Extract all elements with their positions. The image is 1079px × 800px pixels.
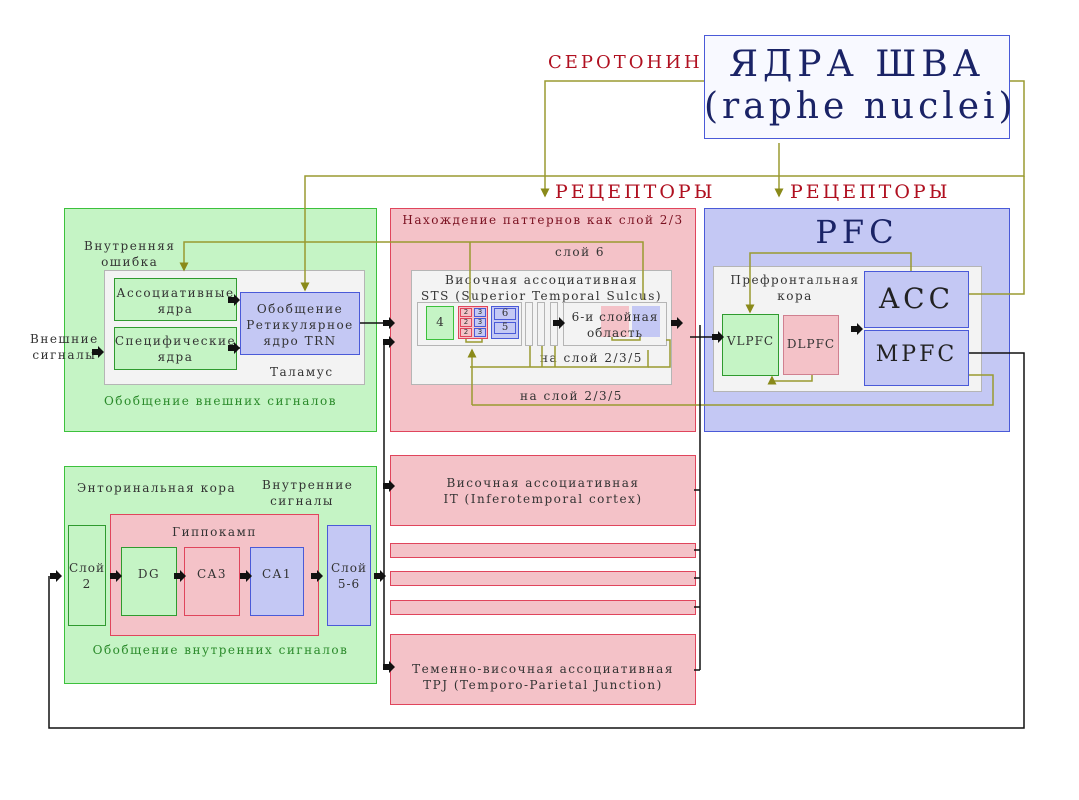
entorhinal-label: Энторинальная кора [77,481,237,495]
prefrontal-line2: кора [777,289,813,303]
internal-error-line2: ошибка [101,255,159,269]
internal-signals-label: Внутренние сигналы [262,477,354,509]
internal-signals-line2: сигналы [270,494,334,508]
layer23-cell-3: 3 [474,318,486,327]
layer56-label: Слой 5-6 [327,560,371,592]
trn-label: Обобщение Ретикулярное ядро TRN [240,301,360,349]
raphe-subtitle: (raphe nuclei) [704,86,1017,127]
raphe-title: ЯДРА ШВА [728,44,986,85]
mpfc-label: MPFC [875,342,958,367]
receptors-label-left: РЕЦЕПТОРЫ [555,181,716,203]
to-layers-outer-label: на слой 2/3/5 [520,389,623,403]
temporal-strip-1 [390,543,696,558]
internal-signals-caption: Обобщение внутренних сигналов [92,643,349,657]
sts-line1: Височная ассоциативная [444,273,639,287]
serotonin-label: СЕРОТОНИН [548,52,703,73]
it-line1: Височная ассоциативная [446,476,640,490]
ca1-label: CA1 [262,567,292,581]
layer5-cell [494,322,516,334]
layer6-cell [494,308,516,320]
layer4-cell [426,306,454,340]
it-label: Височная ассоциативная IT (Inferotempora… [390,475,696,507]
temporal-strip-2 [390,571,696,586]
pfc-title: PFC [815,213,899,251]
receptors-label-right: РЕЦЕПТОРЫ [790,181,951,203]
six-layer-line2: область [586,326,644,340]
sts-column-c [550,302,558,346]
specific-nuclei-line2: ядра [157,350,194,364]
temporal-strip-3 [390,600,696,615]
layer23-cell-3: 3 [474,308,486,317]
external-signals-line2: сигналы [32,348,97,362]
layer6-cell-label: 6 [501,308,509,319]
six-layer-line1: 6-и слойная [571,310,659,324]
layer23-cell-2: 2 [460,308,472,317]
internal-error-label: Внутренняя ошибка [84,238,175,270]
tpj-label: Теменно-височная ассоциативная TPJ (Temp… [390,661,696,693]
trn-line3: ядро TRN [263,334,337,348]
prefrontal-line1: Префронтальная [730,273,860,287]
sts-column-b [537,302,545,346]
assoc-nuclei-line1: Ассоциативные [116,286,235,300]
specific-nuclei-line1: Специфические [114,334,237,348]
tpj-line1: Теменно-височная ассоциативная [412,662,674,676]
assoc-nuclei-line2: ядра [157,302,194,316]
six-layer-pink-patch [601,306,629,337]
internal-error-line1: Внутренняя [84,239,176,253]
trn-line1: Обобщение [256,302,344,316]
trn-line2: Ретикулярное [246,318,354,332]
layer23-cell-2: 2 [460,328,472,337]
it-line2: IT (Inferotemporal cortex) [443,492,643,506]
layer56-line2: 5-6 [337,577,361,591]
tpj-line2: TPJ (Temporo-Parietal Junction) [423,678,663,692]
sts-label: Височная ассоциативная STS (Superior Tem… [411,272,672,304]
sts-column-a [525,302,533,346]
internal-signals-line1: Внутренние [262,478,354,492]
acc-label: ACC [878,282,955,315]
thalamus-label: Таламус [270,365,334,379]
external-signals-input-label: Внешние сигналы [30,331,99,363]
layer23-cell-2: 2 [460,318,472,327]
layer5-cell-label: 5 [501,322,509,333]
to-layers-inner-label: на слой 2/3/5 [540,351,643,365]
prefrontal-cortex-label: Префронтальная кора [730,272,860,304]
layer56-line1: Слой [330,561,368,575]
dg-label: DG [137,567,161,581]
vlpfc-label: VLPFC [726,334,775,348]
layer6-label: слой 6 [555,245,606,259]
layer2-label: Слой 2 [68,560,106,592]
dlpfc-label: DLPFC [786,337,836,351]
layer2-line1: Слой [68,561,106,575]
hippocampus-label: Гиппокамп [172,525,257,539]
layer23-cell-3: 3 [474,328,486,337]
specific-nuclei-label: Специфические ядра [114,333,237,365]
assoc-nuclei-label: Ассоциативные ядра [114,285,237,317]
layer4-label: 4 [436,315,444,329]
pattern-finding-title: Нахождение паттернов как слой 2/3 [402,213,684,227]
layer2-line2: 2 [82,577,92,591]
six-layer-label: 6-и слойная область [565,309,665,341]
to-layer2-arrow [50,570,62,582]
external-signals-caption: Обобщение внешних сигналов [103,394,338,408]
serotonin-line-left [540,80,704,198]
six-layer-blue-patch [632,306,660,337]
ca3-label: CA3 [197,567,227,581]
external-signals-line1: Внешние [30,332,99,346]
